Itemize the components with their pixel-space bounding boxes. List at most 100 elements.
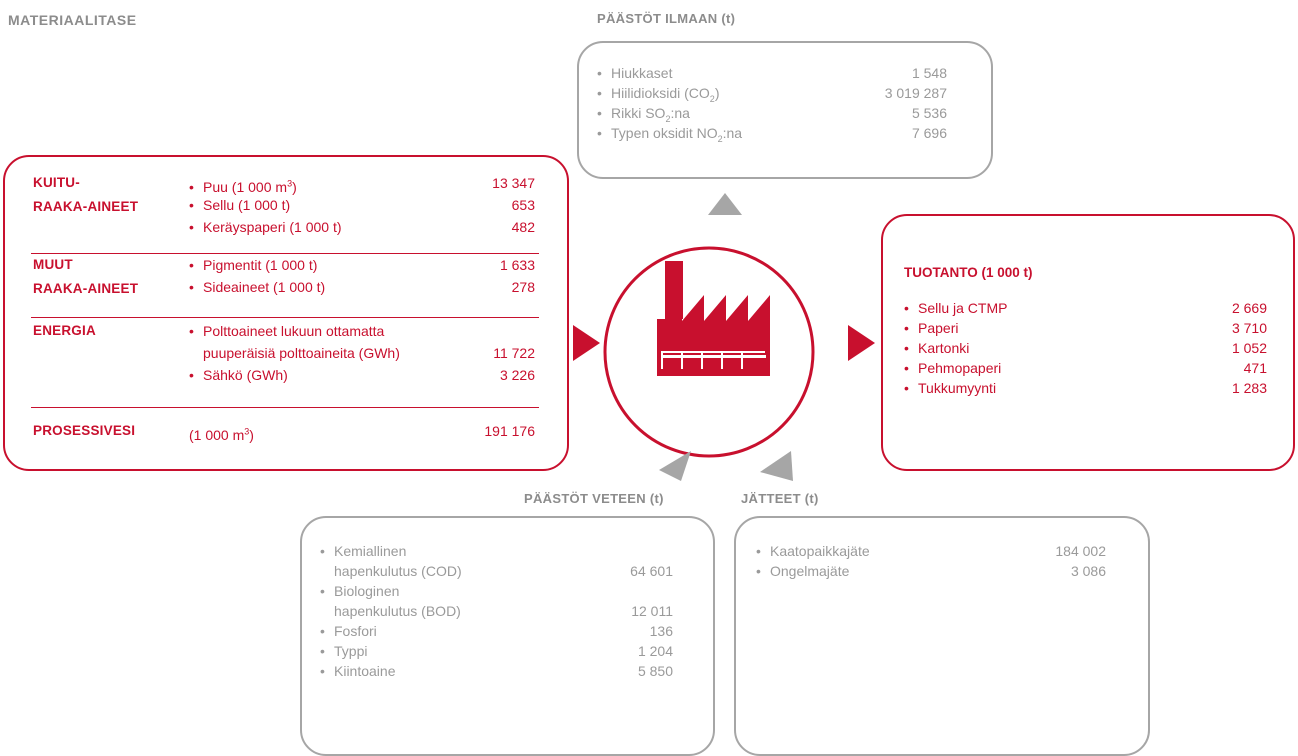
- waste-box: Kaatopaikkajäte 184 002Ongelmajäte 3 086: [734, 516, 1150, 756]
- item-label: Tukkumyynti: [904, 380, 996, 396]
- production-box: TUOTANTO (1 000 t) Sellu ja CTMP 2 669Pape…: [881, 214, 1295, 471]
- item-value: 3 226: [499, 367, 535, 383]
- list-item: Kaatopaikkajäte: [756, 543, 870, 560]
- arrow-down-icon: [760, 451, 793, 481]
- list-item: Typpi: [320, 643, 367, 660]
- item-label: Kartonki: [904, 340, 969, 356]
- item-value: 1 204: [637, 643, 673, 659]
- input-group-label: PROSESSIVESI: [33, 423, 136, 438]
- item-label: Paperi: [904, 320, 958, 336]
- arrow-down-icon: [659, 451, 691, 481]
- item-value: 3 710: [1231, 320, 1267, 336]
- item-value: 1 548: [911, 65, 947, 81]
- input-group-label: KUITU-RAAKA-AINEET: [33, 175, 139, 214]
- list-item: Ongelmajäte: [756, 563, 849, 580]
- arrow-right-icon: [573, 325, 600, 361]
- item-label: Rikki SO2:na: [597, 105, 690, 124]
- list-item: Kartonki: [904, 340, 969, 357]
- item-label: Pehmopaperi: [904, 360, 1001, 376]
- item-label: Sähkö (GWh): [189, 367, 288, 383]
- emissions-air-box: Hiukkaset 1 548Hiilidioksidi (CO2) 3 019 2…: [577, 41, 993, 179]
- list-item: Hiilidioksidi (CO2): [597, 85, 719, 108]
- factory-diagram: [603, 246, 815, 458]
- list-item: Keräyspaperi (1 000 t): [189, 219, 342, 236]
- item-value: 653: [511, 197, 535, 213]
- list-item: Polttoaineet lukuun ottamatta: [189, 323, 384, 340]
- item-label: Pigmentit (1 000 t): [189, 257, 317, 273]
- item-value: 136: [649, 623, 673, 639]
- item-label: Hiilidioksidi (CO2): [597, 85, 719, 104]
- production-heading: TUOTANTO (1 000 t): [904, 265, 1033, 280]
- item-label: Sellu (1 000 t): [189, 197, 290, 213]
- item-label: (1 000 m3): [189, 426, 254, 443]
- emissions-water-box: Kemiallinen hapenkulutus (COD) 64 601Biolo…: [300, 516, 715, 756]
- item-label: hapenkulutus (COD): [334, 563, 462, 579]
- item-value: 3 086: [1070, 563, 1106, 579]
- item-value: 64 601: [630, 563, 673, 579]
- item-value: 1 052: [1231, 340, 1267, 356]
- input-group-label: ENERGIA: [33, 323, 96, 338]
- emissions-air-heading: PÄÄSTÖT ILMAAN (t): [597, 11, 736, 26]
- list-item: Tukkumyynti: [904, 380, 996, 397]
- item-value: 13 347: [492, 175, 535, 191]
- item-value: 3 019 287: [884, 85, 947, 101]
- list-item: Sellu ja CTMP: [904, 300, 1007, 317]
- item-label: Polttoaineet lukuun ottamatta: [189, 323, 384, 339]
- item-value: 12 011: [631, 603, 673, 619]
- list-item: Hiukkaset: [597, 65, 672, 82]
- waste-heading: JÄTTEET (t): [741, 491, 819, 506]
- factory-circle: [603, 246, 815, 458]
- list-item: Fosfori: [320, 623, 377, 640]
- list-item: Sideaineet (1 000 t): [189, 279, 325, 296]
- item-label: Typen oksidit NO2:na: [597, 125, 742, 144]
- list-item: puuperäisiä polttoaineita (GWh): [189, 345, 400, 362]
- list-item: Biologinen: [320, 583, 399, 600]
- group-divider: [31, 253, 539, 254]
- item-label: Kemiallinen: [320, 543, 406, 559]
- group-divider: [31, 317, 539, 318]
- item-value: 278: [511, 279, 535, 295]
- list-item: hapenkulutus (BOD): [320, 603, 461, 620]
- item-label: Biologinen: [320, 583, 399, 599]
- diagram-title: MATERIAALITASE: [8, 12, 137, 28]
- item-value: 184 002: [1055, 543, 1106, 559]
- item-label: Kiintoaine: [320, 663, 396, 679]
- item-value: 471: [1243, 360, 1267, 376]
- item-label: Fosfori: [320, 623, 377, 639]
- list-item: Sellu (1 000 t): [189, 197, 290, 214]
- item-value: 1 283: [1231, 380, 1267, 396]
- item-value: 191 176: [484, 423, 535, 439]
- item-value: 482: [511, 219, 535, 235]
- list-item: Kemiallinen: [320, 543, 406, 560]
- flow-arrows: [573, 193, 875, 481]
- group-divider: [31, 407, 539, 408]
- list-item: hapenkulutus (COD): [320, 563, 462, 580]
- item-label: hapenkulutus (BOD): [334, 603, 461, 619]
- arrow-up-icon: [708, 193, 742, 215]
- arrow-right-icon: [848, 325, 875, 361]
- item-label: Ongelmajäte: [756, 563, 849, 579]
- item-value: 5 536: [911, 105, 947, 121]
- item-value: 5 850: [637, 663, 673, 679]
- list-item: Pigmentit (1 000 t): [189, 257, 317, 274]
- list-item: Pehmopaperi: [904, 360, 1001, 377]
- item-label: Sideaineet (1 000 t): [189, 279, 325, 295]
- item-value: 7 696: [911, 125, 947, 141]
- item-label: Kaatopaikkajäte: [756, 543, 870, 559]
- item-label: Hiukkaset: [597, 65, 672, 81]
- list-item: Kiintoaine: [320, 663, 396, 680]
- list-item: Paperi: [904, 320, 958, 337]
- list-item: (1 000 m3): [189, 423, 254, 444]
- item-value: 2 669: [1231, 300, 1267, 316]
- item-label: Keräyspaperi (1 000 t): [189, 219, 342, 235]
- list-item: Rikki SO2:na: [597, 105, 690, 128]
- item-value: 11 722: [493, 345, 535, 361]
- list-item: Typen oksidit NO2:na: [597, 125, 742, 148]
- emissions-water-heading: PÄÄSTÖT VETEEN (t): [524, 491, 664, 506]
- item-label: Typpi: [320, 643, 367, 659]
- item-label: puuperäisiä polttoaineita (GWh): [203, 345, 400, 361]
- item-label: Puu (1 000 m3): [189, 178, 297, 195]
- item-label: Sellu ja CTMP: [904, 300, 1007, 316]
- list-item: Puu (1 000 m3): [189, 175, 297, 196]
